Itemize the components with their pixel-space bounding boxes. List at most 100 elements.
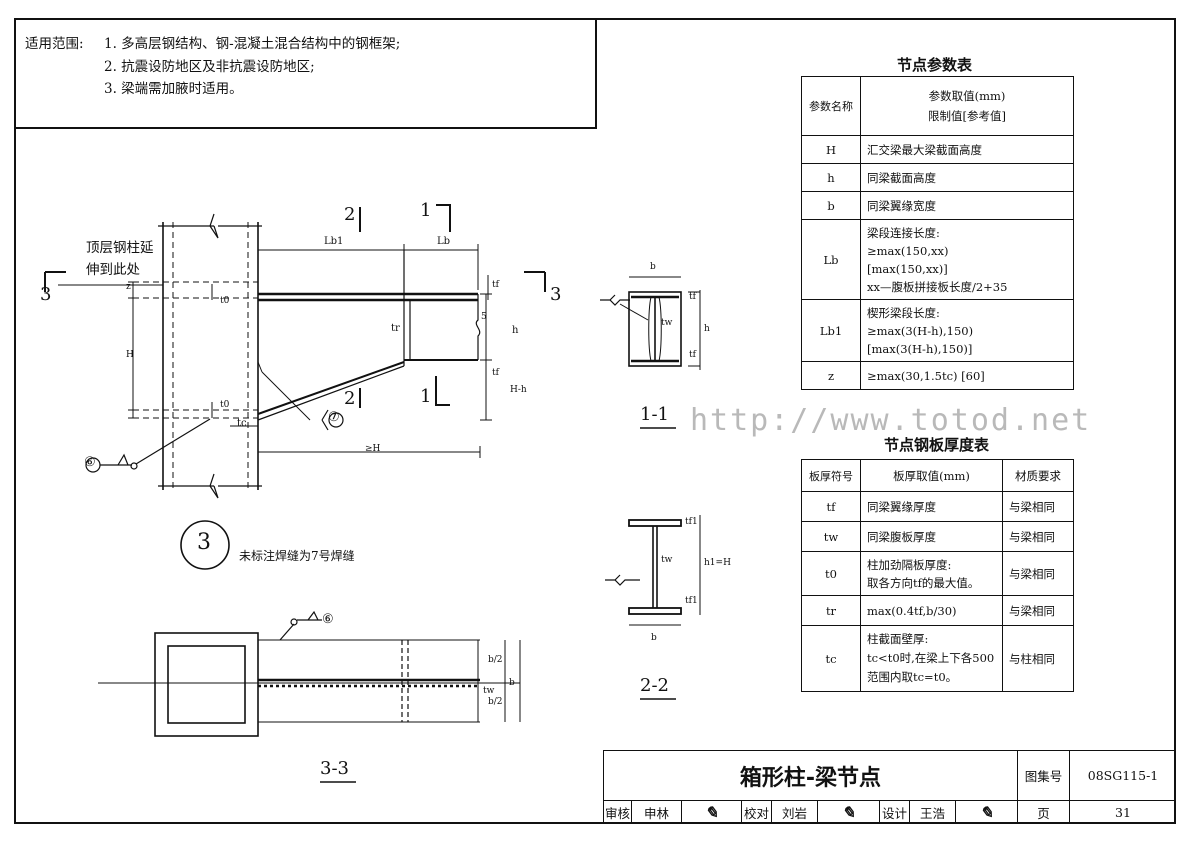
watermark: http://www.totod.net	[690, 403, 1092, 438]
plate-table: 板厚符号 板厚取值(mm) 材质要求 tf 同梁翼缘厚度 与梁相同 tw 同梁腹…	[801, 459, 1074, 692]
param-header-value: 参数取值(mm) 限制值[参考值]	[860, 76, 1074, 136]
design-label: 设计	[879, 800, 909, 824]
section-mark-1-top: 1	[420, 200, 432, 221]
dim-tf-top: tf	[492, 280, 499, 290]
section-mark-1-bottom: 1	[420, 386, 432, 407]
section-1-1-shape	[600, 276, 701, 429]
param-row-name: Lb	[801, 219, 861, 300]
plate-t0-line-1: 柱加劲隔板厚度:	[867, 557, 952, 572]
section-mark-2-top: 2	[344, 204, 356, 225]
review-label: 审核	[603, 800, 631, 824]
param-row-value: 梁段连接长度: ≥max(150,xx) [max(150,xx)] xx—腹板…	[860, 219, 1074, 300]
title-block: 箱形柱-梁节点 图集号 08SG115-1 审核 申林 ✎ 校对 刘岩 ✎ 设计…	[603, 750, 1176, 824]
param-row-name: Lb1	[801, 299, 861, 362]
plate-row-value: max(0.4tf,b/30)	[860, 595, 1003, 626]
s33-b2-bottom: b/2	[488, 697, 503, 707]
dimension-lines	[58, 244, 492, 458]
scope-item-1: 1. 多高层钢结构、钢-混凝土混合结构中的钢框架;	[104, 36, 401, 52]
plate-tc-line-3: 范围内取tc=t0。	[867, 670, 958, 684]
param-lb1-line-1: 楔形梁段长度:	[867, 305, 940, 320]
plate-tc-line-1: 柱截面壁厚:	[867, 632, 929, 646]
s33-b: b	[509, 678, 515, 688]
section-1-1-title: 1-1	[640, 404, 669, 425]
plate-row-value: 同梁腹板厚度	[860, 521, 1003, 552]
detail-note: 未标注焊缝为7号焊缝	[239, 549, 355, 563]
detail-number: 3	[197, 530, 211, 555]
dim-tr: tr	[391, 323, 400, 334]
param-header-name: 参数名称	[801, 76, 861, 136]
plate-row-symbol: t0	[801, 551, 861, 596]
dim-H: H	[126, 350, 134, 360]
section-mark-2-bottom: 2	[344, 388, 356, 409]
s11-b: b	[650, 262, 656, 272]
dim-H-minus-h: H-h	[510, 385, 527, 395]
plate-table-title: 节点钢板厚度表	[884, 436, 990, 454]
s11-tf-bottom: tf	[689, 350, 696, 360]
dim-z: z	[126, 282, 131, 292]
param-lb-line-1: 梁段连接长度:	[867, 225, 940, 240]
note-top-column-2: 伸到此处	[86, 262, 140, 278]
param-row-name: h	[801, 163, 861, 192]
param-lb1-line-3: [max(3(H-h),150)]	[867, 341, 973, 356]
dim-5: 5	[481, 312, 487, 322]
check-signature: ✎	[817, 800, 879, 824]
weld-symbols-elevation	[85, 409, 344, 473]
s11-tf-top: tf	[689, 292, 696, 302]
param-row-value: ≥max(30,1.5tc) [60]	[860, 361, 1074, 390]
param-header-value-2: 限制值[参考值]	[928, 109, 1006, 123]
section-2-2-shape	[605, 515, 701, 700]
page-label: 页	[1017, 800, 1069, 824]
check-name: 刘岩	[771, 800, 817, 824]
param-row-name: z	[801, 361, 861, 390]
dim-ge-H: ≥H	[365, 444, 381, 454]
section-3-3-shape	[98, 610, 521, 783]
s11-h: h	[704, 324, 710, 334]
plate-row-value: 同梁翼缘厚度	[860, 491, 1003, 522]
beam-elevation	[257, 250, 481, 421]
s33-b2-top: b/2	[488, 655, 503, 665]
diaphragm-plates	[133, 281, 258, 419]
dim-tf-bottom: tf	[492, 368, 499, 378]
plate-row-symbol: tw	[801, 521, 861, 552]
plate-row-symbol: tf	[801, 491, 861, 522]
review-name: 申林	[631, 800, 681, 824]
plate-row-material: 与梁相同	[1002, 521, 1074, 552]
param-row-name: H	[801, 135, 861, 164]
plate-row-material: 与梁相同	[1002, 595, 1074, 626]
weld-6-label: ⑥	[84, 455, 96, 470]
atlas-number: 08SG115-1	[1069, 750, 1176, 800]
plate-row-symbol: tc	[801, 625, 861, 692]
section-2-2-title: 2-2	[640, 675, 669, 696]
page-number: 31	[1069, 800, 1176, 824]
dim-Lb1: Lb1	[324, 236, 344, 247]
s33-weld-6: ⑥	[322, 612, 334, 627]
scope-label: 适用范围:	[25, 36, 84, 52]
s22-b: b	[651, 633, 657, 643]
atlas-label: 图集号	[1017, 750, 1069, 800]
scope-box: 适用范围: 1. 多高层钢结构、钢-混凝土混合结构中的钢框架; 2. 抗震设防地…	[14, 18, 597, 129]
note-top-column: 顶层钢柱延	[86, 240, 154, 256]
dim-t0-top: t0	[220, 296, 230, 306]
section-mark-3-left: 3	[40, 284, 52, 305]
section-cut-markers	[44, 204, 546, 408]
design-name: 王浩	[909, 800, 955, 824]
param-row-value: 楔形梁段长度: ≥max(3(H-h),150) [max(3(H-h),150…	[860, 299, 1074, 362]
param-lb-line-2: ≥max(150,xx)	[867, 243, 949, 258]
column-elevation	[158, 213, 262, 499]
dim-Lb: Lb	[437, 236, 451, 247]
dim-tc: tc	[237, 418, 247, 429]
plate-row-value: 柱加劲隔板厚度: 取各方向tf的最大值。	[860, 551, 1003, 596]
section-mark-3-right: 3	[550, 284, 562, 305]
scope-item-2: 2. 抗震设防地区及非抗震设防地区;	[104, 59, 315, 75]
drawing-title: 箱形柱-梁节点	[603, 750, 1017, 800]
plate-row-material: 与梁相同	[1002, 491, 1074, 522]
detail-circle	[180, 520, 230, 570]
param-lb-line-3: [max(150,xx)]	[867, 261, 948, 276]
param-table: 参数名称 参数取值(mm) 限制值[参考值] H 汇交梁最大梁截面高度 h 同梁…	[801, 76, 1074, 390]
plate-row-material: 与梁相同	[1002, 551, 1074, 596]
param-row-value: 同梁截面高度	[860, 163, 1074, 192]
plate-row-material: 与柱相同	[1002, 625, 1074, 692]
param-row-name: b	[801, 191, 861, 220]
design-signature: ✎	[955, 800, 1017, 824]
plate-row-value: 柱截面壁厚: tc<t0时,在梁上下各500 范围内取tc=t0。	[860, 625, 1003, 692]
